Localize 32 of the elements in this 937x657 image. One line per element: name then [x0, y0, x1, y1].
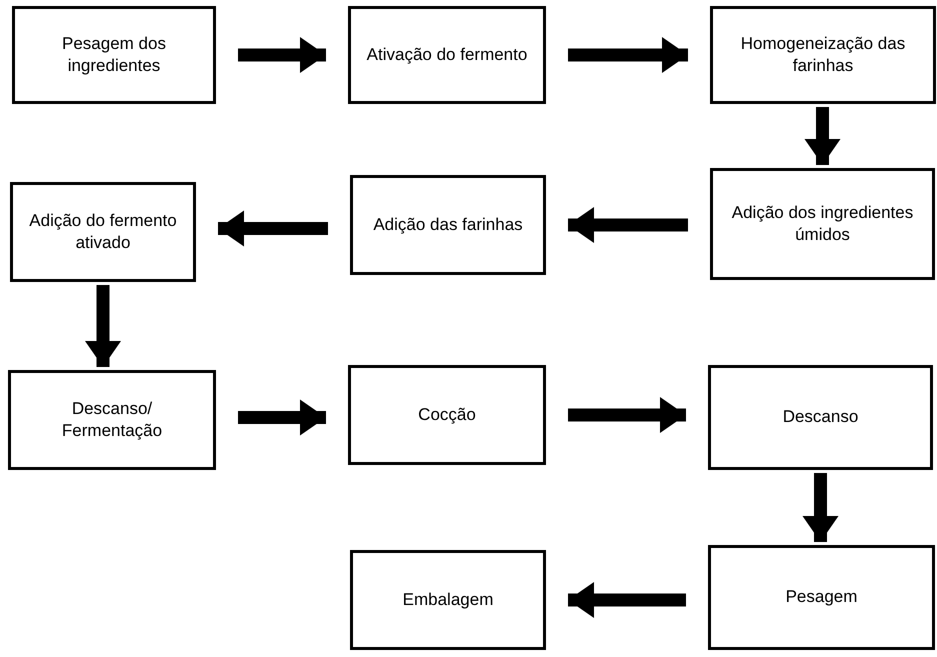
arrow	[238, 400, 326, 436]
step-label: Ativação do fermento	[366, 44, 528, 66]
step-label: Pesagem	[786, 586, 858, 608]
process-box	[10, 182, 196, 282]
arrow	[804, 107, 840, 165]
process-box	[350, 175, 546, 275]
arrow	[802, 473, 838, 542]
process-box	[348, 6, 546, 104]
process-box	[12, 6, 216, 104]
arrow	[568, 397, 686, 433]
process-box	[348, 365, 546, 465]
arrow	[85, 285, 121, 367]
arrow	[568, 582, 686, 618]
step-label: Adição das farinhas	[373, 214, 523, 236]
arrow	[568, 37, 688, 73]
step-label: Descanso/ Fermentação	[60, 398, 164, 442]
step-label: Cocção	[418, 404, 476, 426]
arrow	[238, 37, 326, 73]
step-label: Descanso	[782, 406, 858, 428]
process-box	[708, 365, 933, 470]
process-box	[710, 6, 936, 104]
step-label: Adição do fermento ativado	[28, 210, 178, 254]
step-label: Pesagem dos ingredientes	[61, 32, 167, 77]
process-box	[710, 168, 935, 280]
process-box	[8, 370, 216, 470]
arrow	[218, 210, 328, 246]
step-label: Embalagem	[402, 588, 494, 611]
step-label: Adição dos ingredientes úmidos	[730, 202, 914, 246]
process-box	[350, 550, 546, 650]
process-box	[708, 545, 935, 650]
step-label: Homogeneização das farinhas	[740, 32, 906, 77]
arrow	[568, 207, 688, 243]
